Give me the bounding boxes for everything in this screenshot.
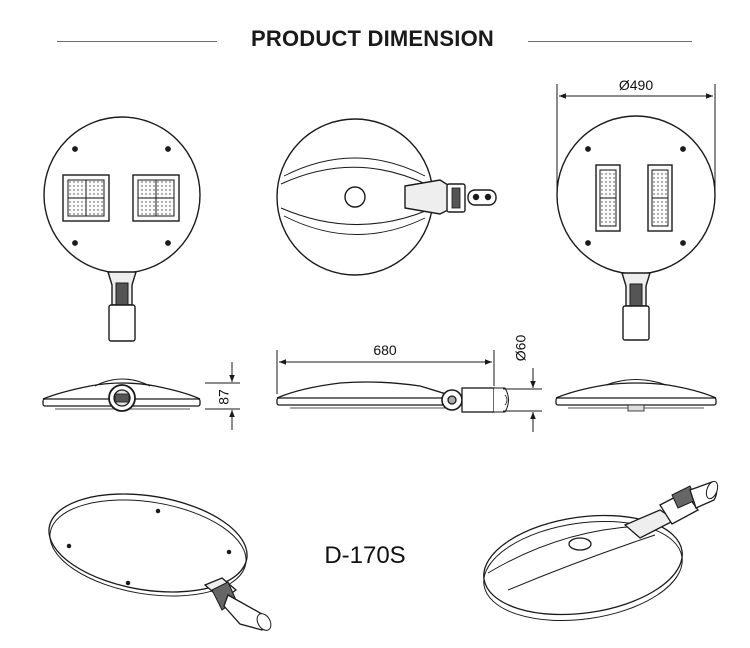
front-view-right — [556, 115, 716, 341]
header-rule-left — [57, 41, 217, 42]
mount-bracket-right — [621, 272, 651, 341]
mount-arm-perspective-left — [203, 577, 272, 631]
section-header: PRODUCT DIMENSION — [0, 24, 750, 60]
mount-bracket-front — [107, 271, 137, 342]
dimension-diameter — [556, 84, 716, 190]
led-module-right — [132, 174, 180, 222]
perspective-view-right — [483, 480, 719, 622]
perspective-view-left — [48, 493, 272, 631]
diameter-label: Ø490 — [619, 77, 653, 93]
arm-connector-top — [404, 179, 497, 215]
model-name: D-170S — [324, 542, 406, 569]
side-view-right — [555, 378, 717, 412]
dimension-length — [276, 350, 495, 394]
led-module-vertical-left — [595, 164, 621, 232]
page-title: PRODUCT DIMENSION — [251, 26, 494, 51]
dimension-pole — [503, 368, 542, 432]
side-view-middle — [276, 381, 509, 413]
top-view — [276, 118, 497, 276]
mount-arm-perspective-right — [623, 480, 719, 539]
front-view-bottom — [43, 116, 201, 342]
length-label: 680 — [373, 342, 397, 358]
dimension-height — [205, 362, 240, 430]
side-view-left — [42, 378, 201, 412]
led-module-left — [62, 174, 110, 222]
header-rule-right — [528, 41, 692, 42]
pole-diameter-label: Ø60 — [513, 335, 529, 362]
height-label: 87 — [216, 389, 232, 405]
led-module-vertical-right — [647, 164, 673, 232]
